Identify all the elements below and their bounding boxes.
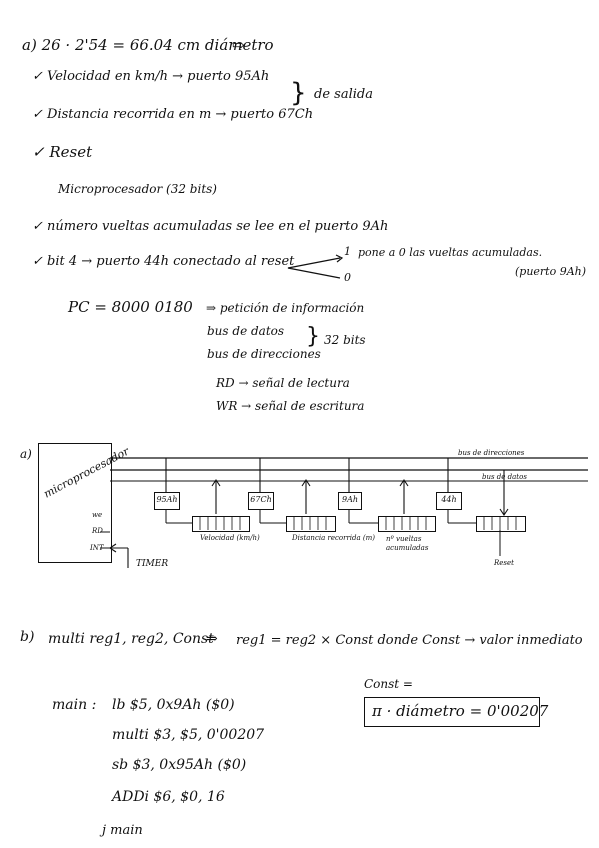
- code-line: ADDi $6, $0, 16: [112, 789, 225, 805]
- label-reg-distance: Distancia recorrida (m): [292, 534, 376, 542]
- const-box: [364, 697, 540, 727]
- port-95Ah: 95Ah: [154, 492, 180, 510]
- label-reset: Reset: [494, 559, 514, 567]
- note-reset: ✓ Reset: [32, 143, 93, 161]
- port-9Ah: 9Ah: [338, 492, 362, 510]
- note-speed: ✓ Velocidad en km/h → puerto 95Ah: [32, 69, 270, 84]
- note-bit4: ✓ bit 4 → puerto 44h conectado al reset: [32, 254, 295, 269]
- brace-icon: }: [306, 324, 320, 349]
- note-petition: ⇒ petición de información: [206, 301, 365, 315]
- implies-arrow-icon: ⇒: [206, 631, 218, 647]
- diagram-label: a): [20, 447, 32, 461]
- reset-effect: pone a 0 las vueltas acumuladas.: [358, 246, 543, 259]
- reset-effect-port: (puerto 9Ah): [515, 265, 587, 278]
- note-micro: Microprocesador (32 bits): [58, 182, 217, 196]
- microprocessor-block: [38, 443, 112, 563]
- implies-arrow-icon: ⇨: [232, 36, 245, 54]
- note-output-label: de salida: [314, 87, 373, 102]
- code-line: lb $5, 0x9Ah ($0): [112, 697, 235, 713]
- note-addr-bus: bus de direcciones: [207, 347, 321, 361]
- reset-value-1: 1: [344, 245, 351, 258]
- label-bus-datos: bus de datos: [482, 473, 527, 481]
- pin-we: we: [92, 511, 103, 519]
- label-timer: TIMER: [136, 559, 169, 569]
- label-bus-direcciones: bus de direcciones: [458, 449, 525, 457]
- brace-icon: }: [290, 78, 307, 108]
- note-line-a: a) 26 · 2'54 = 66.04 cm diámetro: [22, 36, 274, 54]
- label-reg-speed: Velocidad (km/h): [200, 534, 260, 542]
- register-distance: [286, 516, 336, 532]
- code-line: multi $3, $5, 0'00207: [112, 727, 265, 743]
- label-reg-turns: nº vueltas acumuladas: [386, 535, 429, 552]
- register-turns: [378, 516, 436, 532]
- note-data-bus: bus de datos: [207, 324, 285, 338]
- part-b-header: b): [20, 629, 35, 645]
- note-rd: RD → señal de lectura: [216, 376, 350, 390]
- main-label: main :: [52, 697, 97, 713]
- const-label: Const =: [364, 677, 413, 691]
- instruction-meaning: reg1 = reg2 × Const donde Const → valor …: [236, 633, 583, 648]
- note-turns: ✓ número vueltas acumuladas se lee en el…: [32, 219, 389, 234]
- pin-int: INT: [90, 544, 104, 552]
- instruction-format: multi reg1, reg2, Const: [48, 631, 214, 647]
- pin-rd: RD: [92, 527, 103, 535]
- port-67Ch: 67Ch: [248, 492, 274, 510]
- note-pc: PC = 8000 0180: [68, 298, 193, 316]
- note-wr: WR → señal de escritura: [216, 399, 365, 413]
- code-line: j main: [102, 823, 143, 838]
- note-32bits: 32 bits: [324, 333, 366, 347]
- reset-value-0: 0: [344, 271, 351, 284]
- register-speed: [192, 516, 250, 532]
- const-expression: π · diámetro = 0'00207: [372, 702, 549, 720]
- register-reset: [476, 516, 526, 532]
- note-distance: ✓ Distancia recorrida en m → puerto 67Ch: [32, 107, 314, 122]
- port-44h: 44h: [436, 492, 462, 510]
- code-line: sb $3, 0x95Ah ($0): [112, 757, 247, 773]
